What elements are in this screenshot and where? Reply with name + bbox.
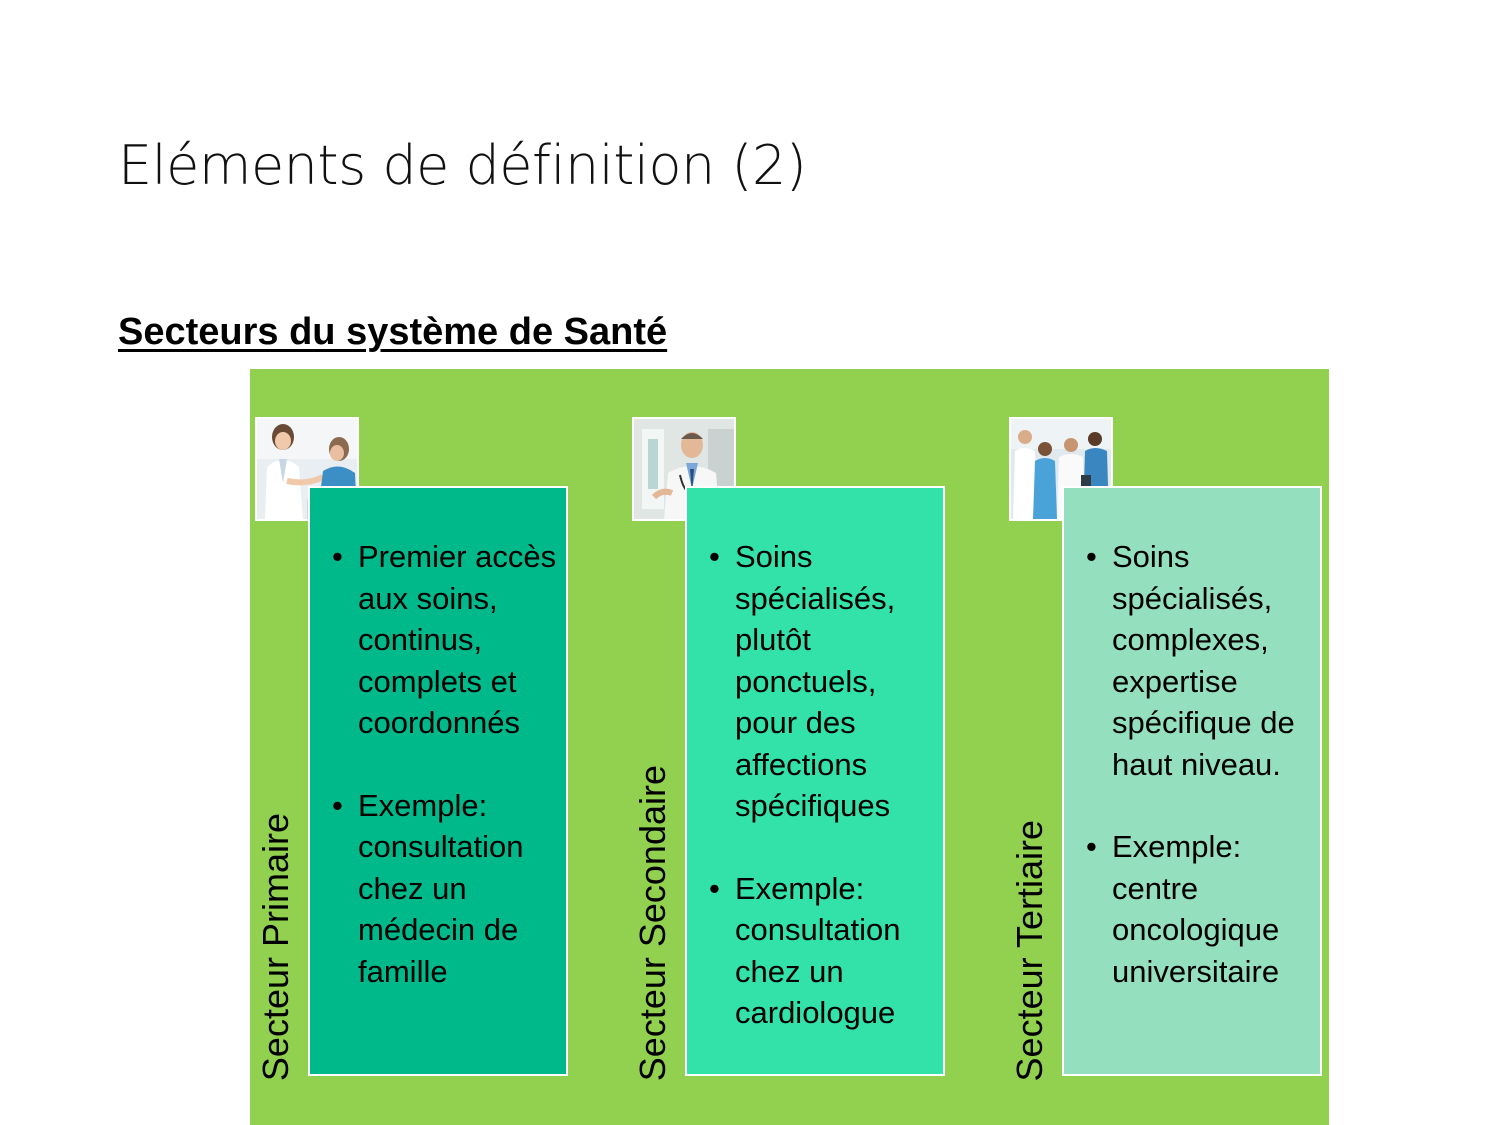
sector-secondary-bullet-2: Exemple: consultation chez un cardiologu… [709,868,945,1034]
sector-secondary-bullets: Soins spécialisés, plutôt ponctuels, pou… [709,536,945,1075]
sector-secondary-bullet-1: Soins spécialisés, plutôt ponctuels, pou… [709,536,945,827]
sector-primary-label: Secteur Primaire [255,812,296,1081]
sector-primary-card: Premier accès aux soins, continus, compl… [308,486,568,1076]
sector-tertiary-bullet-2: Exemple: centre oncologique universitair… [1086,826,1322,992]
sector-primary-bullets: Premier accès aux soins, continus, compl… [332,536,568,1033]
doctor-patient-photo-icon [257,419,357,519]
sector-primary: Secteur Primaire Premier accès aux soins… [250,369,570,1125]
sector-tertiary-bullets: Soins spécialisés, complexes, expertise … [1086,536,1322,1033]
sector-tertiary-card: Soins spécialisés, complexes, expertise … [1062,486,1322,1076]
sector-primary-photo [255,417,359,521]
sector-secondary-label: Secteur Secondaire [632,764,673,1081]
sectors-diagram: Secteur Primaire Premier accès aux soins… [250,369,1329,1125]
sector-tertiary-label: Secteur Tertiaire [1009,819,1050,1081]
sector-primary-bullet-2: Exemple: consultation chez un médecin de… [332,785,568,993]
sector-secondary-card: Soins spécialisés, plutôt ponctuels, pou… [685,486,945,1076]
sector-secondary-photo [632,417,736,521]
sector-primary-bullet-1: Premier accès aux soins, continus, compl… [332,536,568,744]
sector-secondary: Secteur Secondaire Soins spécialisés, pl… [627,369,947,1125]
sector-tertiary: Secteur Tertiaire Soins spécialisés, com… [1004,369,1324,1125]
sector-tertiary-bullet-1: Soins spécialisés, complexes, expertise … [1086,536,1322,785]
slide-title: Eléments de définition (2) [118,134,807,197]
section-subtitle: Secteurs du système de Santé [118,311,668,353]
